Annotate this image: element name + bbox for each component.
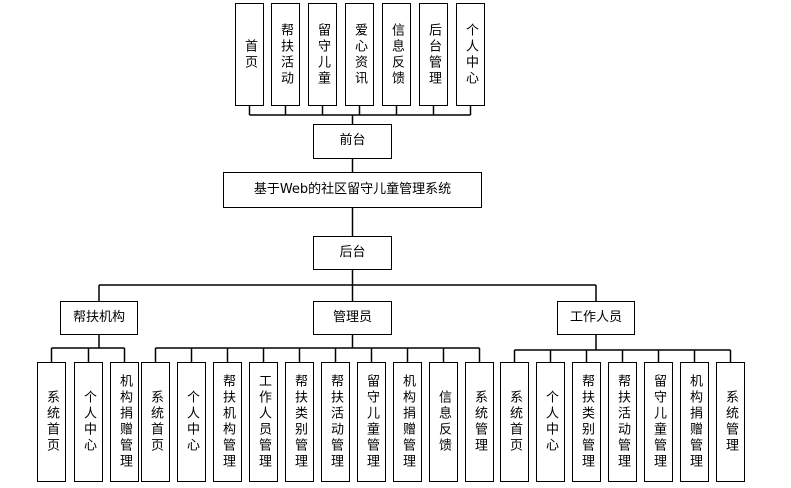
front-item-admin: 后台管理: [419, 3, 448, 106]
admin-item: 帮扶机构管理: [213, 362, 242, 482]
admin-item: 留守儿童管理: [357, 362, 386, 482]
admin-item: 系统管理: [465, 362, 494, 482]
staff-item: 系统管理: [716, 362, 745, 482]
front-item-activities: 帮扶活动: [271, 3, 300, 106]
role-institution: 帮扶机构: [60, 301, 138, 335]
role-staff: 工作人员: [557, 301, 635, 335]
front-item-home: 首页: [235, 3, 264, 106]
staff-item: 系统首页: [500, 362, 529, 482]
institution-item: 个人中心: [74, 362, 103, 482]
staff-item: 帮扶类别管理: [572, 362, 601, 482]
staff-item: 机构捐赠管理: [680, 362, 709, 482]
institution-item: 机构捐赠管理: [110, 362, 139, 482]
front-item-children: 留守儿童: [308, 3, 337, 106]
admin-item: 信息反馈: [429, 362, 458, 482]
back-node: 后台: [313, 236, 392, 270]
admin-item: 帮扶类别管理: [285, 362, 314, 482]
front-item-news: 爱心资讯: [345, 3, 374, 106]
staff-item: 帮扶活动管理: [608, 362, 637, 482]
admin-item: 个人中心: [177, 362, 206, 482]
front-item-feedback: 信息反馈: [382, 3, 411, 106]
staff-item: 个人中心: [536, 362, 565, 482]
system-root-node: 基于Web的社区留守儿童管理系统: [223, 172, 482, 208]
admin-item: 机构捐赠管理: [393, 362, 422, 482]
institution-item: 系统首页: [37, 362, 66, 482]
admin-item: 系统首页: [141, 362, 170, 482]
front-item-profile: 个人中心: [456, 3, 485, 106]
staff-item: 留守儿童管理: [644, 362, 673, 482]
front-node: 前台: [313, 124, 392, 159]
admin-item: 工作人员管理: [249, 362, 278, 482]
role-admin: 管理员: [313, 301, 392, 335]
admin-item: 帮扶活动管理: [321, 362, 350, 482]
